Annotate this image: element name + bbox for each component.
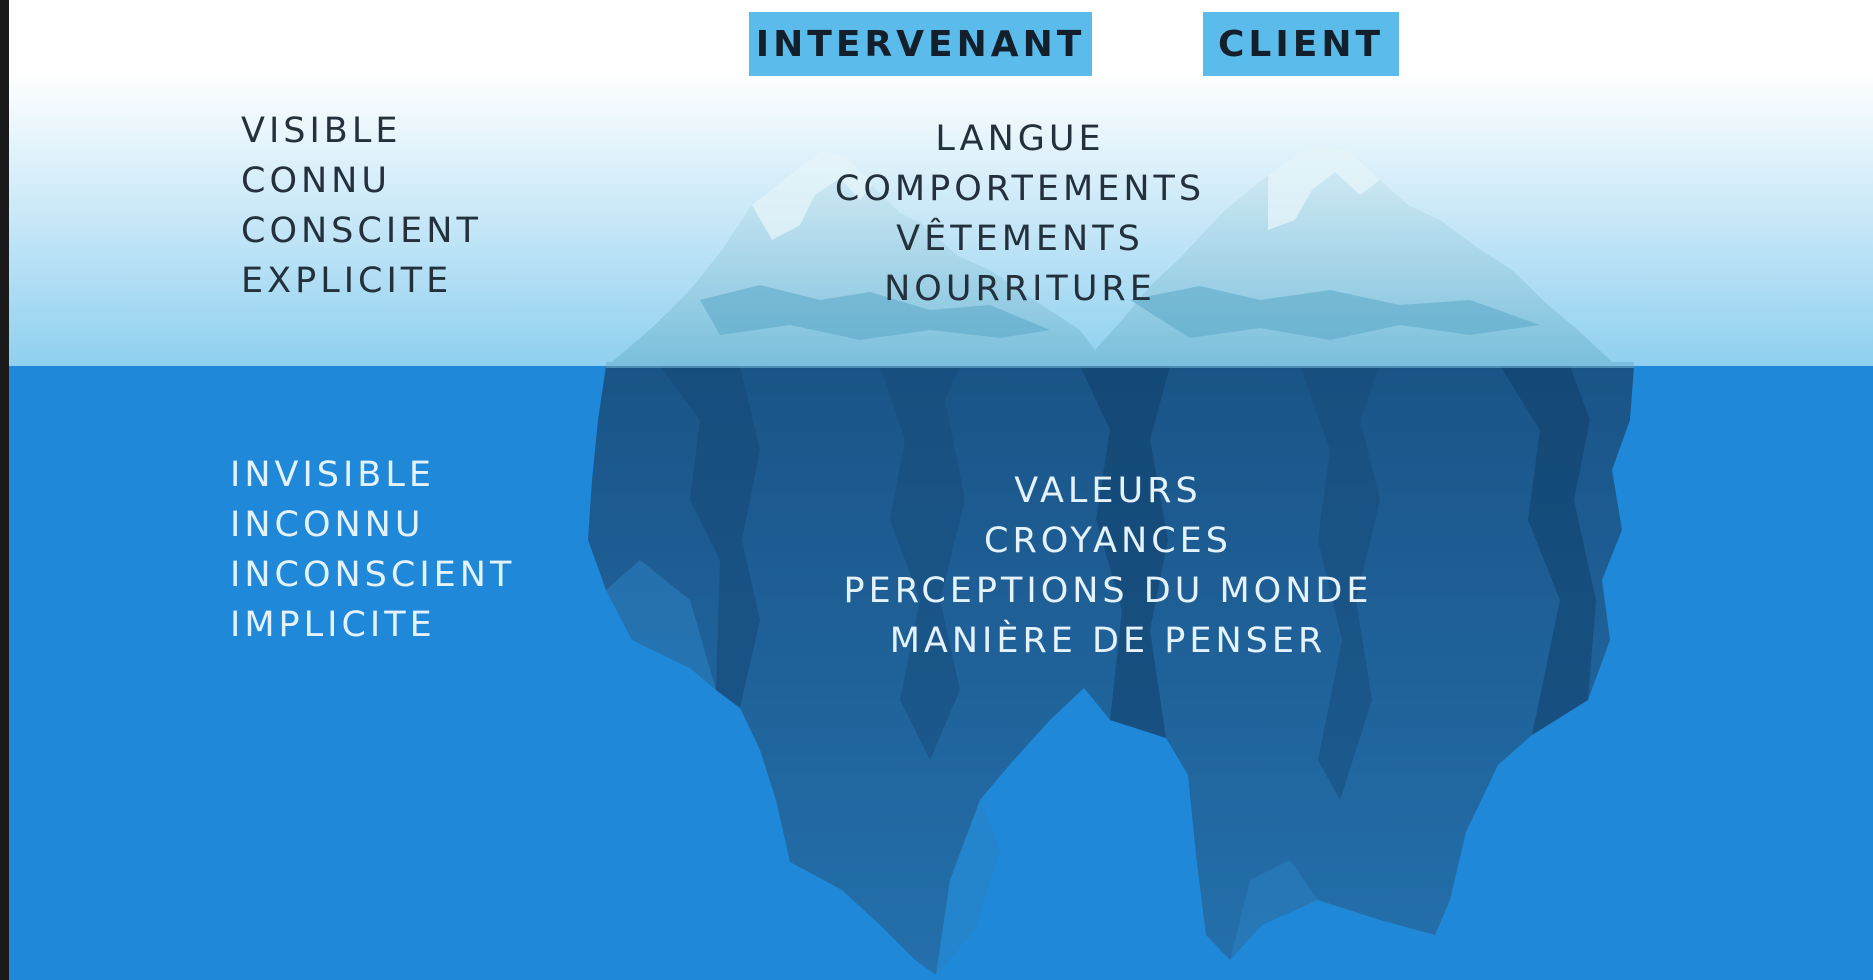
label-langue: LANGUE <box>935 119 1105 159</box>
above-water-left-list: VISIBLE CONNU CONSCIENT EXPLICITE <box>241 106 482 306</box>
label-inconscient: INCONSCIENT <box>230 555 516 595</box>
label-valeurs: VALEURS <box>1014 471 1202 511</box>
water-line <box>606 362 1634 368</box>
label-invisible: INVISIBLE <box>230 455 435 495</box>
label-explicite: EXPLICITE <box>241 261 453 301</box>
left-edge <box>0 0 9 980</box>
label-comportements: COMPORTEMENTS <box>834 169 1206 209</box>
below-water-left-list: INVISIBLE INCONNU INCONSCIENT IMPLICITE <box>230 450 515 650</box>
label-nourriture: NOURRITURE <box>884 269 1156 309</box>
iceberg-underwater <box>588 366 1634 975</box>
client-header: CLIENT <box>1203 12 1399 76</box>
label-maniere-de-penser: MANIÈRE DE PENSER <box>889 621 1327 661</box>
iceberg-peaks <box>612 145 1612 362</box>
label-inconnu: INCONNU <box>230 505 425 545</box>
label-connu: CONNU <box>241 161 391 201</box>
label-croyances: CROYANCES <box>984 521 1232 561</box>
label-implicite: IMPLICITE <box>230 605 436 645</box>
label-vetements: VÊTEMENTS <box>896 219 1144 259</box>
intervenant-header: INTERVENANT <box>749 12 1092 76</box>
label-visible: VISIBLE <box>241 111 402 151</box>
label-conscient: CONSCIENT <box>241 211 482 251</box>
label-perceptions-du-monde: PERCEPTIONS DU MONDE <box>843 571 1373 611</box>
